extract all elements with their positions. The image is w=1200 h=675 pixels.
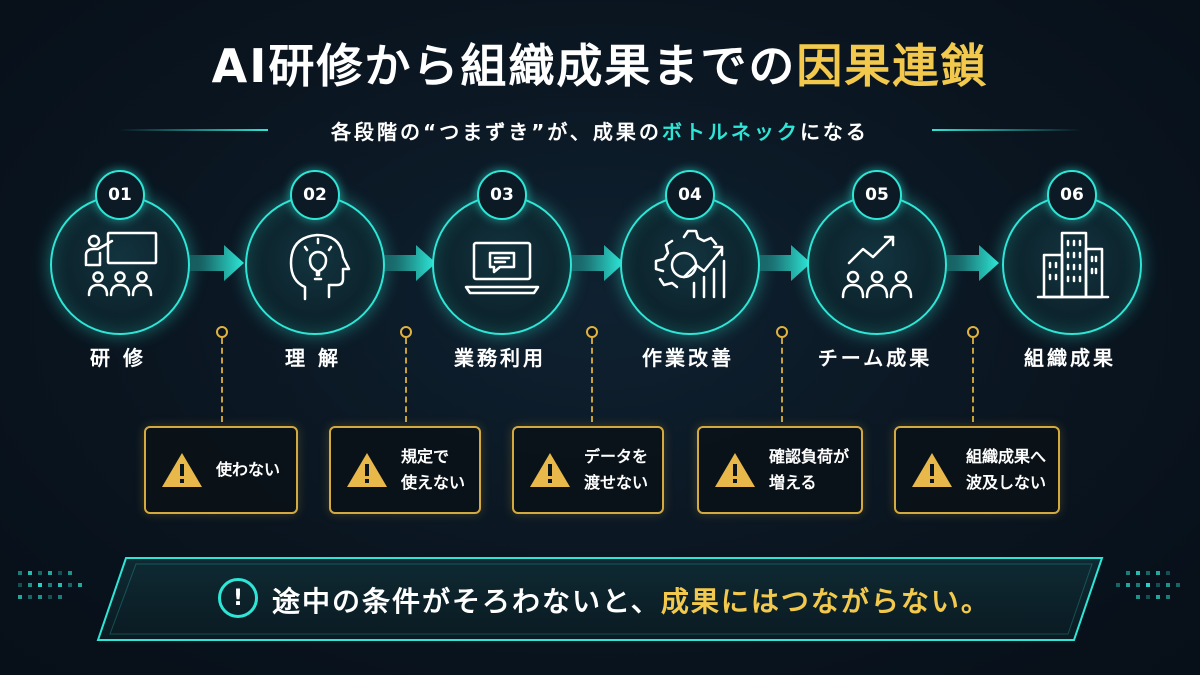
warning-line-1: 規定で	[401, 447, 450, 466]
stage-label: 理 解	[285, 346, 341, 370]
subtitle-after: になる	[799, 120, 869, 144]
stage-label: 業務利用	[454, 346, 546, 370]
subtitle-highlight: ボトルネック	[661, 120, 800, 144]
subtitle-left-rule	[118, 129, 268, 131]
laptop-chat-icon	[464, 241, 540, 295]
decorative-pixels-right	[1116, 571, 1180, 599]
warning-box: 使わない	[144, 426, 298, 514]
stage-circle	[807, 195, 947, 335]
subtitle: 各段階の“つまずき”が、成果のボトルネックになる	[270, 116, 930, 145]
warning-triangle-icon	[715, 453, 755, 487]
stage-number-badge: 04	[665, 170, 715, 220]
stage-label: 組織成果	[1024, 346, 1116, 370]
office-building-icon	[1036, 231, 1110, 299]
warning-line-1: 使わない	[216, 460, 281, 479]
subtitle-right-rule	[932, 129, 1082, 131]
stage-number-badge: 02	[290, 170, 340, 220]
warning-box: 規定で使えない	[329, 426, 481, 514]
warning-line-1: データを	[584, 447, 649, 466]
banner-text-highlight: 成果にはつながらない。	[660, 585, 991, 618]
subtitle-row: 各段階の“つまずき”が、成果のボトルネックになる	[0, 116, 1200, 144]
warning-box: 確認負荷が増える	[697, 426, 863, 514]
stage-label: 研 修	[90, 346, 146, 370]
stage-number-badge: 01	[95, 170, 145, 220]
banner-frame	[96, 557, 1104, 641]
title-highlight: 因果連鎖	[796, 39, 989, 93]
head-lightbulb-icon	[289, 233, 351, 301]
warning-triangle-icon	[530, 453, 570, 487]
stage-number-badge: 05	[852, 170, 902, 220]
warning-box: 組織成果へ波及しない	[894, 426, 1060, 514]
stage-label: チーム成果	[817, 346, 933, 370]
warning-line-2: 波及しない	[966, 473, 1047, 492]
flow-arrow-icon	[380, 245, 436, 281]
warning-line-1: 組織成果へ	[966, 447, 1047, 466]
page-title: AI研修から組織成果までの因果連鎖	[0, 30, 1200, 96]
warning-triangle-icon	[912, 453, 952, 487]
banner-text-before: 途中の条件がそろわないと、	[272, 585, 661, 618]
presentation-audience-icon	[84, 231, 158, 297]
warning-line-2: 使えない	[401, 473, 466, 492]
stage-circle	[50, 195, 190, 335]
warning-line-1: 確認負荷が	[769, 447, 850, 466]
decorative-pixels-left	[18, 571, 82, 599]
flow-arrow-icon	[943, 245, 999, 281]
gear-growth-chart-icon	[654, 229, 726, 299]
stage-number-badge: 06	[1047, 170, 1097, 220]
flow-arrow-icon	[188, 245, 244, 281]
warning-line-2: 増える	[769, 473, 817, 492]
flow-arrow-icon	[755, 245, 811, 281]
warning-triangle-icon	[162, 453, 202, 487]
conclusion-banner: ! 途中の条件がそろわないと、成果にはつながらない。	[96, 556, 1104, 642]
subtitle-before: 各段階の“つまずき”が、成果の	[331, 120, 662, 144]
team-growth-icon	[841, 235, 913, 299]
stage-number-badge: 03	[477, 170, 527, 220]
banner-message: 途中の条件がそろわないと、成果にはつながらない。	[272, 580, 991, 620]
warning-triangle-icon	[347, 453, 387, 487]
warning-box: データを渡せない	[512, 426, 664, 514]
stage-label: 作業改善	[642, 346, 734, 370]
warning-line-2: 渡せない	[584, 473, 649, 492]
title-main: AI研修から組織成果までの	[211, 39, 797, 93]
exclamation-circle-icon: !	[218, 578, 258, 618]
flow-arrow-icon	[568, 245, 624, 281]
